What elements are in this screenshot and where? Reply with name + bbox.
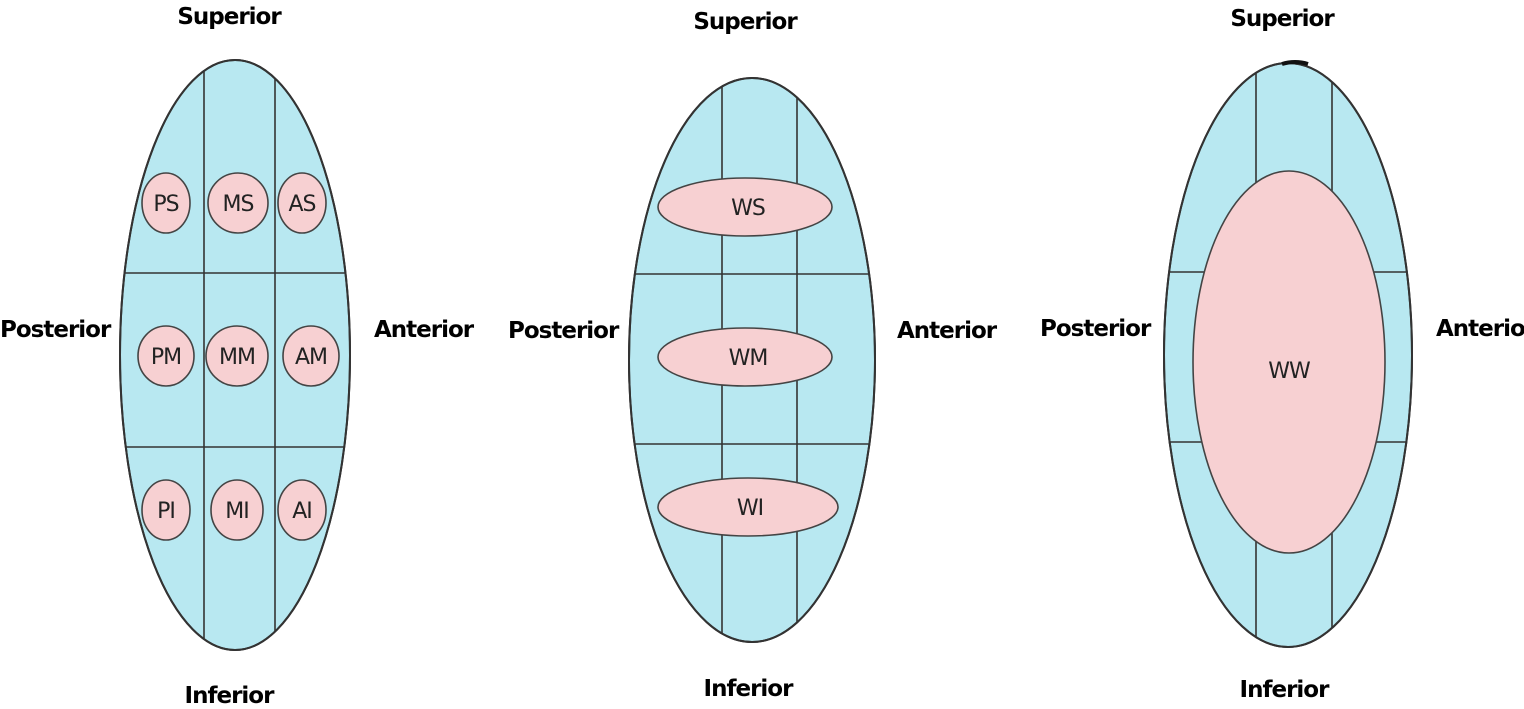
label-posterior: Posterior	[0, 317, 112, 343]
zone-pi: PI	[142, 480, 190, 540]
label-anterior: Anterior	[897, 318, 998, 344]
zone-mm: MM	[206, 326, 268, 386]
zone-ps: PS	[142, 173, 190, 233]
label-superior: Superior	[177, 4, 282, 30]
zone-label-as: AS	[288, 192, 315, 217]
label-inferior: Inferior	[185, 683, 276, 709]
zone-label-ws: WS	[731, 196, 765, 221]
zone-label-pi: PI	[157, 499, 175, 524]
label-inferior: Inferior	[1240, 677, 1331, 703]
zone-label-am: AM	[295, 345, 327, 370]
zone-pm: PM	[138, 326, 194, 386]
zone-wi: WI	[658, 478, 838, 536]
label-posterior: Posterior	[1040, 316, 1152, 342]
label-superior: Superior	[693, 9, 798, 35]
label-anterior: Anterior	[374, 317, 475, 343]
zone-ws: WS	[658, 178, 832, 236]
diagram-three-zones: WS WM WI Superior Inferior Posterior Ant…	[508, 9, 998, 702]
top-cap-mark	[1282, 62, 1308, 64]
diagram-nine-zones: PS MS AS PM MM AM PI MI	[0, 4, 475, 709]
zone-ai: AI	[278, 480, 326, 540]
zone-label-wm: WM	[729, 346, 768, 371]
zone-label-ai: AI	[292, 499, 312, 524]
zone-am: AM	[283, 326, 339, 386]
label-posterior: Posterior	[508, 318, 620, 344]
zone-label-wi: WI	[737, 496, 763, 521]
diagram-whole-zone: WW Superior Inferior Posterior Anterior	[1040, 6, 1524, 703]
zone-label-ps: PS	[153, 192, 178, 217]
label-anterior: Anterior	[1436, 316, 1524, 342]
label-inferior: Inferior	[704, 676, 795, 702]
zone-as: AS	[278, 173, 326, 233]
zone-mi: MI	[211, 480, 263, 540]
zone-wm: WM	[658, 328, 832, 386]
zone-label-mi: MI	[225, 499, 248, 524]
label-superior: Superior	[1230, 6, 1335, 32]
zone-label-ww: WW	[1268, 359, 1311, 384]
zone-label-pm: PM	[151, 345, 181, 370]
zone-label-ms: MS	[223, 192, 254, 217]
zone-ww: WW	[1193, 171, 1385, 553]
zone-ms: MS	[208, 173, 268, 233]
zone-label-mm: MM	[219, 345, 255, 370]
